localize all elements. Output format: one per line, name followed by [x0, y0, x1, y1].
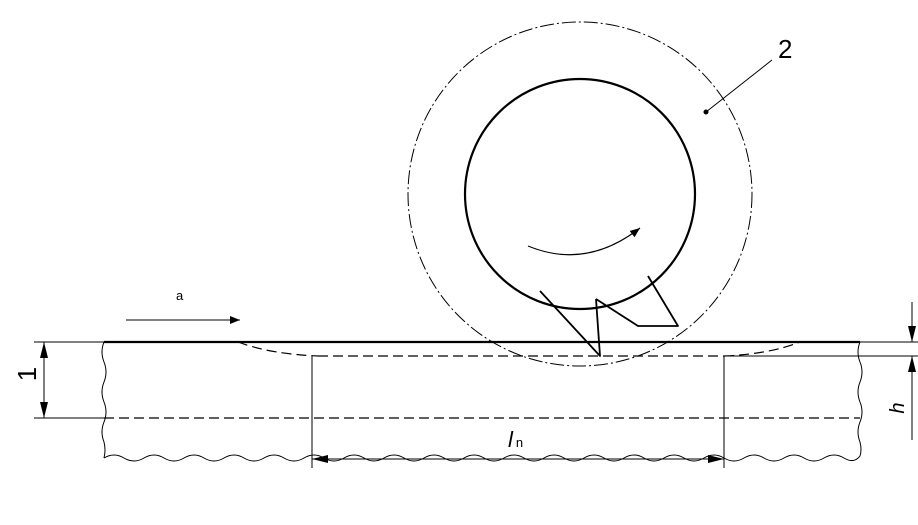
- milling-cutter: 2: [407, 21, 792, 367]
- workpiece: [101, 340, 863, 462]
- part-1-label: 1: [12, 367, 42, 381]
- rotation-arrow: [527, 227, 641, 256]
- dimension-depth: h: [724, 302, 918, 440]
- dimension-part-1: 1: [12, 341, 104, 419]
- part-2-label: 2: [778, 34, 792, 64]
- cutter-body-circle: [463, 77, 697, 311]
- workpiece-left-break: [101, 341, 107, 459]
- cutter-tooth-right: [595, 275, 679, 327]
- cutter-outer-circle: [407, 21, 753, 367]
- length-label-sub: n: [516, 435, 523, 450]
- workpiece-right-break: [857, 341, 863, 457]
- depth-label: h: [887, 402, 909, 413]
- part-2-leader-line: [705, 59, 773, 113]
- feed-label: a: [176, 288, 184, 303]
- feed-direction: a: [126, 288, 240, 324]
- workpiece-bottom-break: [103, 454, 861, 462]
- length-label-main: l: [508, 427, 514, 452]
- cutter-tooth-left: [539, 290, 601, 357]
- cut-profile-right: [723, 341, 801, 357]
- cut-profile-left: [237, 341, 319, 357]
